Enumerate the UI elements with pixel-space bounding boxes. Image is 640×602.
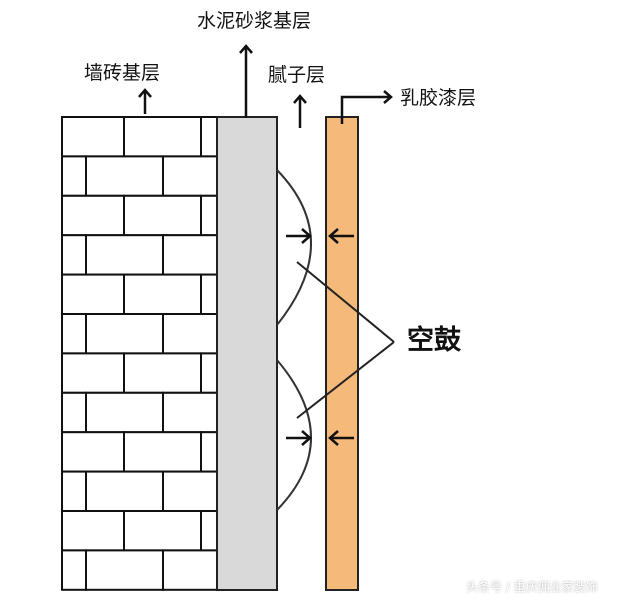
- brick: [162, 234, 218, 276]
- brick: [61, 313, 87, 355]
- brick: [61, 470, 87, 513]
- brick: [85, 391, 164, 434]
- hollowing-label: 空鼓: [407, 325, 461, 356]
- brick: [162, 470, 218, 513]
- brick: [200, 116, 218, 158]
- brick: [123, 352, 202, 394]
- arrow-right-icon: [340, 90, 393, 124]
- brick: [85, 470, 164, 513]
- brick: [61, 549, 87, 591]
- brick: [85, 313, 164, 355]
- arrow-right-icon: [286, 430, 312, 446]
- brick: [200, 510, 218, 552]
- arrow-right-icon: [286, 228, 312, 244]
- cement-mortar-layer: [216, 116, 278, 591]
- brick: [162, 391, 218, 434]
- brick: [85, 549, 164, 591]
- brick: [123, 273, 202, 316]
- brick: [85, 234, 164, 276]
- putty-layer-label: 腻子层: [268, 64, 326, 86]
- brick: [85, 155, 164, 197]
- brick: [162, 155, 218, 197]
- brick: [61, 391, 87, 434]
- brick: [200, 352, 218, 394]
- brick: [61, 510, 125, 552]
- arrow-up-icon: [138, 88, 152, 114]
- brick: [61, 116, 125, 158]
- brick: [123, 431, 202, 473]
- brick: [61, 273, 125, 316]
- brick: [162, 549, 218, 591]
- brick: [162, 313, 218, 355]
- brick: [61, 431, 125, 473]
- arrow-up-icon: [239, 44, 253, 118]
- hollow-arc-upper: [276, 169, 312, 326]
- arrow-up-icon: [293, 94, 307, 128]
- arrow-left-icon: [328, 228, 354, 244]
- brick-layer-label: 墙砖基层: [84, 62, 161, 84]
- leader-line-lower: [296, 341, 395, 419]
- arrow-left-icon: [328, 430, 354, 446]
- brick: [61, 234, 87, 276]
- brick: [61, 155, 87, 197]
- leader-line-upper: [296, 261, 395, 343]
- brick: [200, 273, 218, 316]
- latex-paint-layer: [325, 116, 359, 591]
- brick: [200, 431, 218, 473]
- brick: [61, 194, 125, 237]
- watermark: 头条号 / 重庆佣业家装饰: [466, 580, 598, 594]
- mortar-layer-label: 水泥砂浆基层: [197, 10, 312, 32]
- brick: [200, 194, 218, 237]
- brick: [123, 194, 202, 237]
- brick: [61, 352, 125, 394]
- brick-wall-layer: [61, 116, 218, 591]
- latex-layer-label: 乳胶漆层: [400, 87, 477, 109]
- brick: [123, 510, 202, 552]
- brick: [123, 116, 202, 158]
